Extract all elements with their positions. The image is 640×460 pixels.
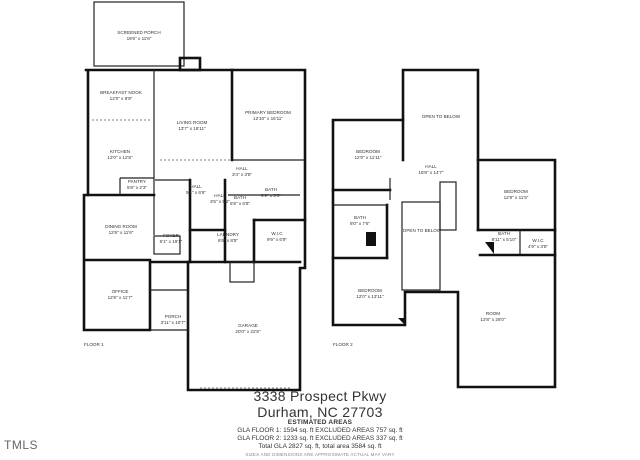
chimney xyxy=(178,56,202,72)
room-name-laundry: LAUNDRY xyxy=(217,232,239,237)
room-dims-foyer: 6'1" x 19'1" xyxy=(160,239,183,244)
room-dims-hall: 16'8" x 14'7" xyxy=(418,170,444,175)
room-dims-bath: 9'9" x 5'5" xyxy=(261,193,281,198)
address-line-2: Durham, NC 27703 xyxy=(257,404,383,420)
estimated-areas-title: ESTIMATED AREAS xyxy=(287,419,353,426)
room-dims-screened-porch: 19'6" x 11'6" xyxy=(127,36,152,41)
room-name-room: ROOM xyxy=(486,311,500,316)
room-dims-breakfast-nook: 12'0" x 8'9" xyxy=(110,96,133,101)
room-dims-wic-f2: 4'9" x 3'8" xyxy=(528,244,548,249)
room-name-primary-bedroom: PRIMARY BEDROOM xyxy=(245,110,291,115)
room-dims-bath-f2: 8'0" x 7'6" xyxy=(350,221,370,226)
room-name-bedroom-a: BEDROOM xyxy=(356,149,380,154)
stairs-upper xyxy=(439,181,457,231)
room-dims-office: 12'6" x 11'7" xyxy=(108,295,133,300)
room-dims-room: 12'8" x 28'0" xyxy=(480,317,506,322)
room-name-office: OFFICE xyxy=(112,289,129,294)
room-name-porch: PORCH xyxy=(165,314,182,319)
room-dims-bedroom-c: 12'0" x 13'11" xyxy=(356,294,384,299)
screened-porch-outline xyxy=(93,1,185,67)
room-dims-porch: 3'11" x 10'7" xyxy=(161,320,186,325)
room-name-wic: W.I.C xyxy=(271,231,283,236)
floor1-label: FLOOR 1 xyxy=(84,342,104,347)
room-name-wic-f2: W.I.C xyxy=(532,238,544,243)
floor2-plan: OPEN TO BELOW BEDROOM 12'0" x 11'11" HAL… xyxy=(331,68,557,389)
room-dims-kitchen: 12'0" x 12'8" xyxy=(107,155,133,160)
room-name-dining-room: DINING ROOM xyxy=(105,224,137,229)
room-name-open-below-mid: OPEN TO BELOW xyxy=(403,228,442,233)
room-name-bedroom-b: BEDROOM xyxy=(504,189,528,194)
room-name-bath: BATH xyxy=(265,187,277,192)
estimated-total: Total GLA 2827 sq. ft, total area 3584 s… xyxy=(258,443,382,450)
room-dims-bedroom-b: 12'9" x 11'5" xyxy=(504,195,529,200)
fixture-block xyxy=(366,232,376,246)
room-dims-pantry: 5'8" x 2'3" xyxy=(127,185,147,190)
room-name-kitchen: KITCHEN xyxy=(110,149,130,154)
porch-outline xyxy=(150,289,189,331)
room-name-hall-center: HALL xyxy=(190,184,202,189)
watermark: TMLS xyxy=(4,438,39,452)
room-name-garage: GARAGE xyxy=(238,323,258,328)
floor2-label: FLOOR 2 xyxy=(333,342,353,347)
room-name-bath-b: BATH xyxy=(498,231,510,236)
room-dims-garage: 20'0" x 22'8" xyxy=(235,329,261,334)
fixture-corner xyxy=(485,242,494,254)
room-dims-primary-bedroom: 12'10" x 15'11" xyxy=(253,116,283,121)
room-name-open-below-top: OPEN TO BELOW xyxy=(422,114,461,119)
open-to-below-mid-outline xyxy=(401,201,441,291)
room-dims-laundry: 6'6" x 8'5" xyxy=(218,238,238,243)
room-name-pantry: PANTRY xyxy=(128,179,146,184)
estimated-floor2: GLA FLOOR 2: 1233 sq. ft EXCLUDED AREAS … xyxy=(237,435,403,442)
fixture-corner-2 xyxy=(398,318,405,325)
room-dims-hall-center: 5'1" x 6'6" xyxy=(186,190,206,195)
room-dims-hall-lower: 3'5" x 5'2" xyxy=(210,199,230,204)
room-dims-wic: 9'9" x 6'9" xyxy=(267,237,287,242)
room-name-breakfast-nook: BREAKFAST NOOK xyxy=(100,90,143,95)
room-name-bath-small: BATH xyxy=(234,195,246,200)
floor1-plan: SCREENED PORCH 19'6" x 11'6" BREAKFAST N… xyxy=(82,1,307,392)
room-name-bath-f2: BATH xyxy=(354,215,366,220)
room-dims-bath-b: 8'11" x 5'10" xyxy=(492,237,517,242)
address-line-1: 3338 Prospect Pkwy xyxy=(253,388,387,404)
room-name-foyer: FOYER xyxy=(163,233,180,238)
room-name-bedroom-c: BEDROOM xyxy=(358,288,382,293)
disclaimer: SIZES AND DIMENSIONS ARE APPROXIMATE ACT… xyxy=(245,452,395,457)
room-name-hall-small: HALL xyxy=(236,166,248,171)
room-name-hall: HALL xyxy=(425,164,437,169)
room-name-hall-lower: HALL xyxy=(214,193,226,198)
room-name-screened-porch: SCREENED PORCH xyxy=(117,30,160,35)
room-dims-bath-small: 5'9" x 6'8" xyxy=(230,201,250,206)
estimated-floor1: GLA FLOOR 1: 1594 sq. ft EXCLUDED AREAS … xyxy=(237,427,403,434)
stairs xyxy=(153,235,181,255)
room-dims-bedroom-a: 12'0" x 11'11" xyxy=(354,155,381,160)
floor1-exterior-wall xyxy=(82,68,307,392)
room-dims-hall-small: 3'4" x 3'8" xyxy=(232,172,252,177)
room-dims-living-room: 13'7" x 18'11" xyxy=(178,126,206,131)
stairs-lower xyxy=(229,261,255,283)
room-name-living-room: LIVING ROOM xyxy=(177,120,208,125)
room-dims-dining-room: 12'6" x 11'6" xyxy=(109,230,134,235)
